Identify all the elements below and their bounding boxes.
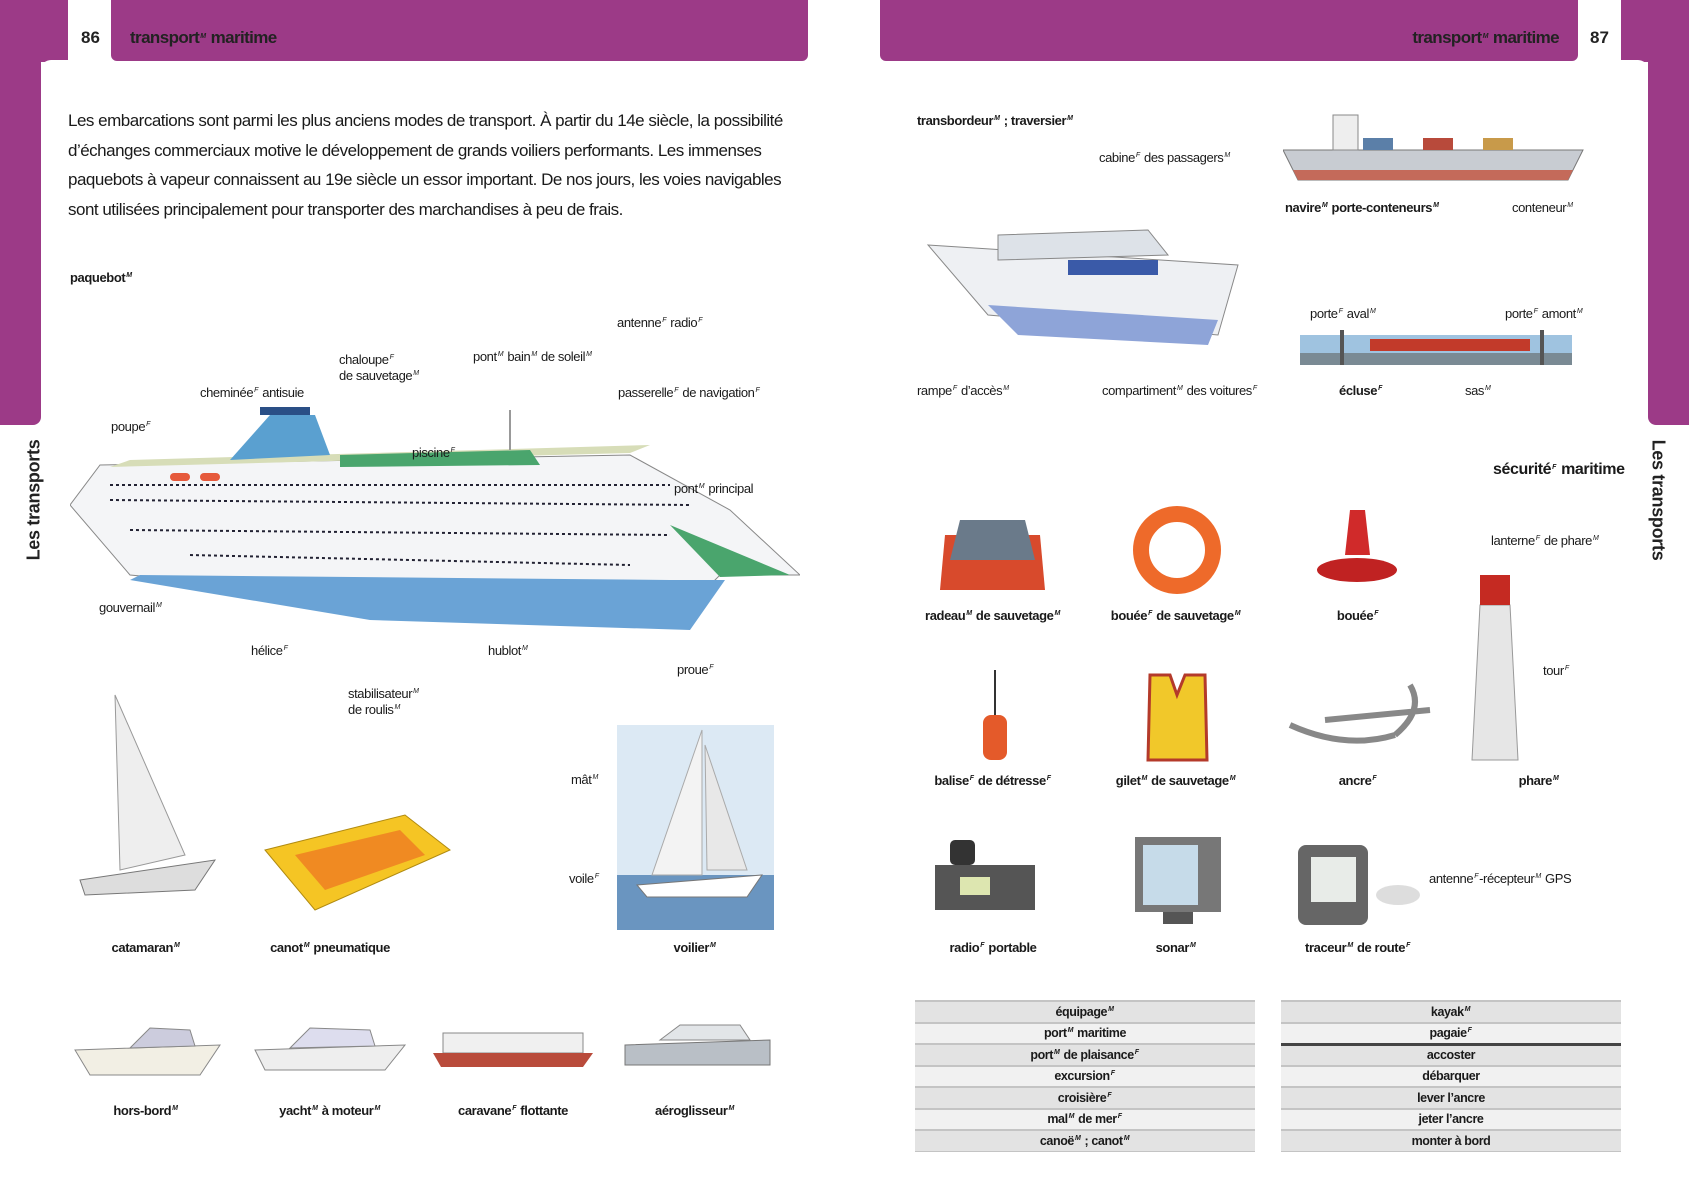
- intro-paragraph: Les embarcations sont parmi les plus anc…: [68, 111, 783, 219]
- caption: hors-bordM: [113, 1103, 178, 1118]
- sailboat-illustration: [617, 725, 774, 930]
- portable-radio-illustration: [935, 840, 1035, 910]
- caption: giletM de sauvetageM: [1115, 773, 1236, 788]
- lifebuoy-illustration: [1133, 506, 1221, 594]
- label: lanterneF de phareM: [1491, 533, 1599, 548]
- label: porteF avalM: [1310, 306, 1376, 321]
- table-cell: accoster: [1281, 1042, 1621, 1066]
- caption: canotM pneumatique: [270, 940, 390, 955]
- container-ship-illustration: [1283, 114, 1584, 181]
- label: passerelleF de navigationF: [618, 385, 760, 400]
- inflatable-boat-illustration: [264, 814, 451, 911]
- caption: bouéeF: [1336, 608, 1379, 623]
- label: porteF amontM: [1505, 306, 1583, 321]
- lock-illustration: [1300, 330, 1572, 365]
- left-side-band: [0, 0, 41, 425]
- table-cell: pagaieF: [1281, 1021, 1621, 1045]
- page-header: transportM maritime: [1412, 28, 1559, 47]
- table-cell: malM de merF: [915, 1107, 1255, 1131]
- ferry-illustration: [926, 229, 1239, 345]
- caption: bouéeF de sauvetageM: [1110, 608, 1241, 623]
- label: piscineF: [412, 445, 455, 460]
- sonar-illustration: [1135, 837, 1221, 924]
- table-cell: portM de plaisanceF: [915, 1043, 1255, 1066]
- hovercraft-illustration: [624, 1024, 771, 1066]
- label: poupeF: [111, 419, 151, 434]
- label: hublotM: [488, 643, 528, 658]
- page-corner: [1618, 60, 1648, 90]
- right-side-band: [1648, 0, 1689, 425]
- motor-yacht-illustration: [254, 1027, 407, 1071]
- label: antenneF radioF: [617, 315, 703, 330]
- section-title-securite: sécuritéF maritime: [1493, 461, 1625, 478]
- distress-beacon-illustration: [983, 670, 1007, 760]
- label: gouvernailM: [99, 600, 162, 615]
- caption: ancreF: [1338, 773, 1377, 788]
- caption: voilierM: [673, 940, 716, 955]
- buoy-illustration: [1317, 510, 1397, 582]
- table-cell: croisièreF: [915, 1086, 1255, 1109]
- label: navireM porte-conteneursM: [1285, 200, 1439, 215]
- label: antenneF-récepteurM GPS: [1429, 871, 1572, 886]
- caption: radioF portable: [949, 940, 1037, 955]
- houseboat-illustration: [433, 1032, 593, 1067]
- table-cell: débarquer: [1281, 1064, 1621, 1088]
- label: cheminéeF antisuie: [200, 385, 304, 400]
- table-cell: monter à bord: [1281, 1129, 1621, 1152]
- catamaran-illustration: [79, 694, 217, 896]
- label: pontM principal: [674, 481, 754, 496]
- caption: catamaranM: [111, 940, 180, 955]
- caption: radeauM de sauvetageM: [925, 608, 1060, 623]
- label: compartimentM des voituresF: [1102, 383, 1257, 398]
- right-header-bar: [880, 0, 1578, 61]
- label: écluseF: [1339, 383, 1382, 398]
- lighthouse-illustration: [1471, 575, 1519, 761]
- label: mâtM: [571, 772, 598, 787]
- page-header: transportM maritime: [130, 28, 277, 47]
- label: sasM: [1465, 383, 1491, 398]
- cruise-ship-illustration: [70, 407, 800, 630]
- label: chaloupeF: [339, 352, 394, 367]
- caption: traceurM de routeF: [1305, 940, 1410, 955]
- table-cell: excursionF: [915, 1064, 1255, 1088]
- table-cell: équipageM: [915, 1000, 1255, 1023]
- vocabulary-table-right: kayakM pagaieF accoster débarquer lever …: [1281, 1000, 1621, 1152]
- table-cell: lever l’ancre: [1281, 1086, 1621, 1109]
- caption: sonarM: [1155, 940, 1196, 955]
- caption: baliseF de détresseF: [934, 773, 1051, 788]
- table-cell: portM maritime: [915, 1021, 1255, 1045]
- gps-plotter-illustration: [1298, 845, 1420, 925]
- label: proueF: [677, 662, 714, 677]
- section-title-transbordeur: transbordeurM ; traversierM: [917, 113, 1073, 128]
- label: de sauvetageM: [339, 368, 419, 383]
- label: pontM bainM de soleilM: [473, 349, 592, 364]
- label: rampeF d’accèsM: [917, 383, 1009, 398]
- speedboat-illustration: [74, 1027, 221, 1076]
- side-tab: Les transports: [1648, 439, 1669, 561]
- label: cabineF des passagersM: [1099, 150, 1230, 165]
- page-corner: [41, 60, 71, 90]
- caption: caravaneF flottante: [458, 1103, 568, 1118]
- label: voileF: [569, 871, 599, 886]
- caption: aéroglisseurM: [655, 1103, 734, 1118]
- label: héliceF: [251, 643, 288, 658]
- label: conteneurM: [1512, 200, 1573, 215]
- table-cell: jeter l’ancre: [1281, 1107, 1621, 1131]
- section-title-paquebot: paquebotM: [70, 270, 132, 285]
- table-cell: canoëM ; canotM: [915, 1129, 1255, 1152]
- page-number: 87: [1590, 28, 1609, 47]
- page-number: 86: [81, 28, 100, 47]
- caption: phareM: [1518, 773, 1559, 788]
- label: de roulisM: [348, 702, 400, 717]
- life-jacket-illustration: [1146, 673, 1209, 762]
- label: stabilisateurM: [348, 686, 419, 701]
- anchor-illustration: [1288, 683, 1431, 744]
- life-raft-illustration: [940, 520, 1045, 590]
- vocabulary-table-left: équipageM portM maritime portM de plaisa…: [915, 1000, 1255, 1152]
- side-tab: Les transports: [23, 439, 44, 561]
- caption: yachtM à moteurM: [279, 1103, 380, 1118]
- table-cell: kayakM: [1281, 1000, 1621, 1023]
- label: tourF: [1543, 663, 1569, 678]
- left-header-bar: [111, 0, 808, 61]
